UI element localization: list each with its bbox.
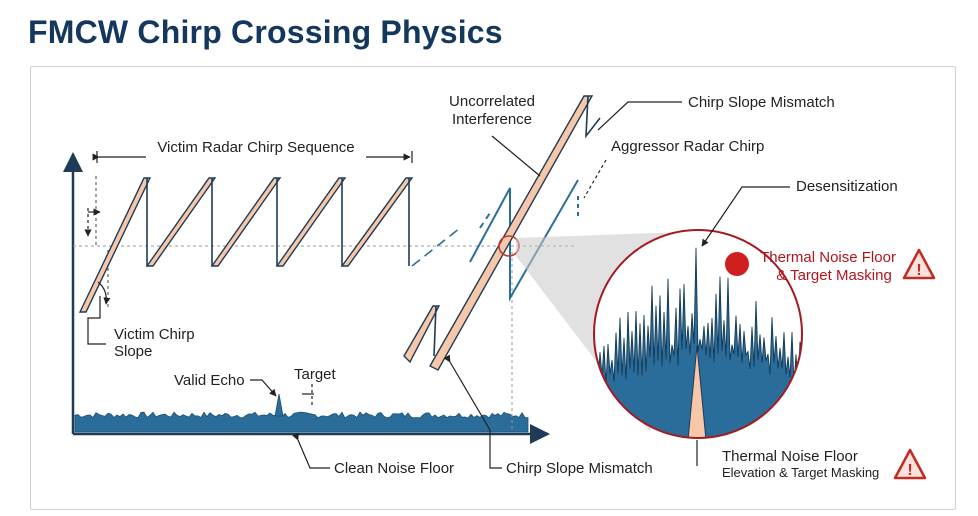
leader-desensitization — [701, 186, 790, 247]
svg-text:!: ! — [907, 462, 912, 479]
label-aggressor-chirp: Aggressor Radar Chirp — [611, 138, 764, 155]
page-title: FMCW Chirp Crossing Physics — [28, 14, 503, 50]
label-uncorrelated-1: Uncorrelated — [449, 93, 535, 110]
victim-chirp-dashed — [411, 227, 461, 267]
interfering-chirp-band — [403, 305, 441, 364]
elevated-noise-spectrum — [594, 247, 802, 438]
valid-echo-spike — [274, 393, 284, 417]
label-thermal-masking-2: & Target Masking — [776, 267, 892, 284]
label-desensitization: Desensitization — [796, 178, 898, 195]
leader-slope-mismatch-bottom — [443, 354, 502, 469]
clean-noise-floor — [74, 411, 529, 433]
leader-aggressor — [583, 159, 607, 199]
diagram-panel — [30, 66, 956, 510]
interfering-chirp-drop — [585, 95, 601, 139]
victim-chirp — [78, 177, 152, 313]
masked-target-spike — [687, 345, 707, 438]
magnified-spectrum — [593, 229, 803, 439]
label-chirp-slope-mismatch-bottom: Chirp Slope Mismatch — [506, 460, 653, 477]
label-valid-echo: Valid Echo — [174, 372, 245, 389]
victim-chirp — [145, 177, 217, 267]
label-victim-slope-2: Slope — [114, 343, 152, 360]
victim-chirp — [275, 177, 347, 267]
victim-chirp — [340, 177, 414, 267]
slope-angle-arc — [97, 281, 111, 305]
red-dot-icon — [725, 252, 749, 276]
label-clean-noise-floor: Clean Noise Floor — [334, 460, 454, 477]
leader-valid-echo — [250, 379, 277, 397]
label-target: Target — [294, 366, 337, 383]
label-chirp-slope-mismatch-top: Chirp Slope Mismatch — [688, 94, 835, 111]
label-victim-sequence: Victim Radar Chirp Sequence — [157, 139, 354, 156]
aggressor-chirp-dashed — [479, 209, 493, 229]
interfering-chirp — [403, 95, 601, 371]
leader-victim-slope — [87, 296, 106, 345]
svg-text:!: ! — [916, 262, 921, 279]
leader-slope-mismatch-top — [597, 101, 682, 131]
victim-chirp-sequence — [78, 177, 461, 313]
label-thermal-masking-1: Thermal Noise Floor — [760, 249, 896, 266]
leader-uncorrelated — [491, 135, 541, 177]
label-thermal-elevation-2: Elevation & Target Masking — [722, 465, 879, 480]
interfering-chirp-band — [429, 95, 594, 371]
warning-triangle-icon: ! — [902, 248, 936, 280]
leader-clean-noise — [292, 432, 330, 469]
label-victim-slope-1: Victim Chirp — [114, 326, 195, 343]
label-uncorrelated-2: Interference — [452, 111, 532, 128]
victim-sequence-bracket — [92, 151, 413, 163]
label-thermal-elevation-1: Thermal Noise Floor — [722, 448, 858, 465]
interfering-chirp-drop — [433, 305, 437, 357]
warning-triangle-icon: ! — [893, 448, 927, 480]
victim-chirp — [210, 177, 282, 267]
